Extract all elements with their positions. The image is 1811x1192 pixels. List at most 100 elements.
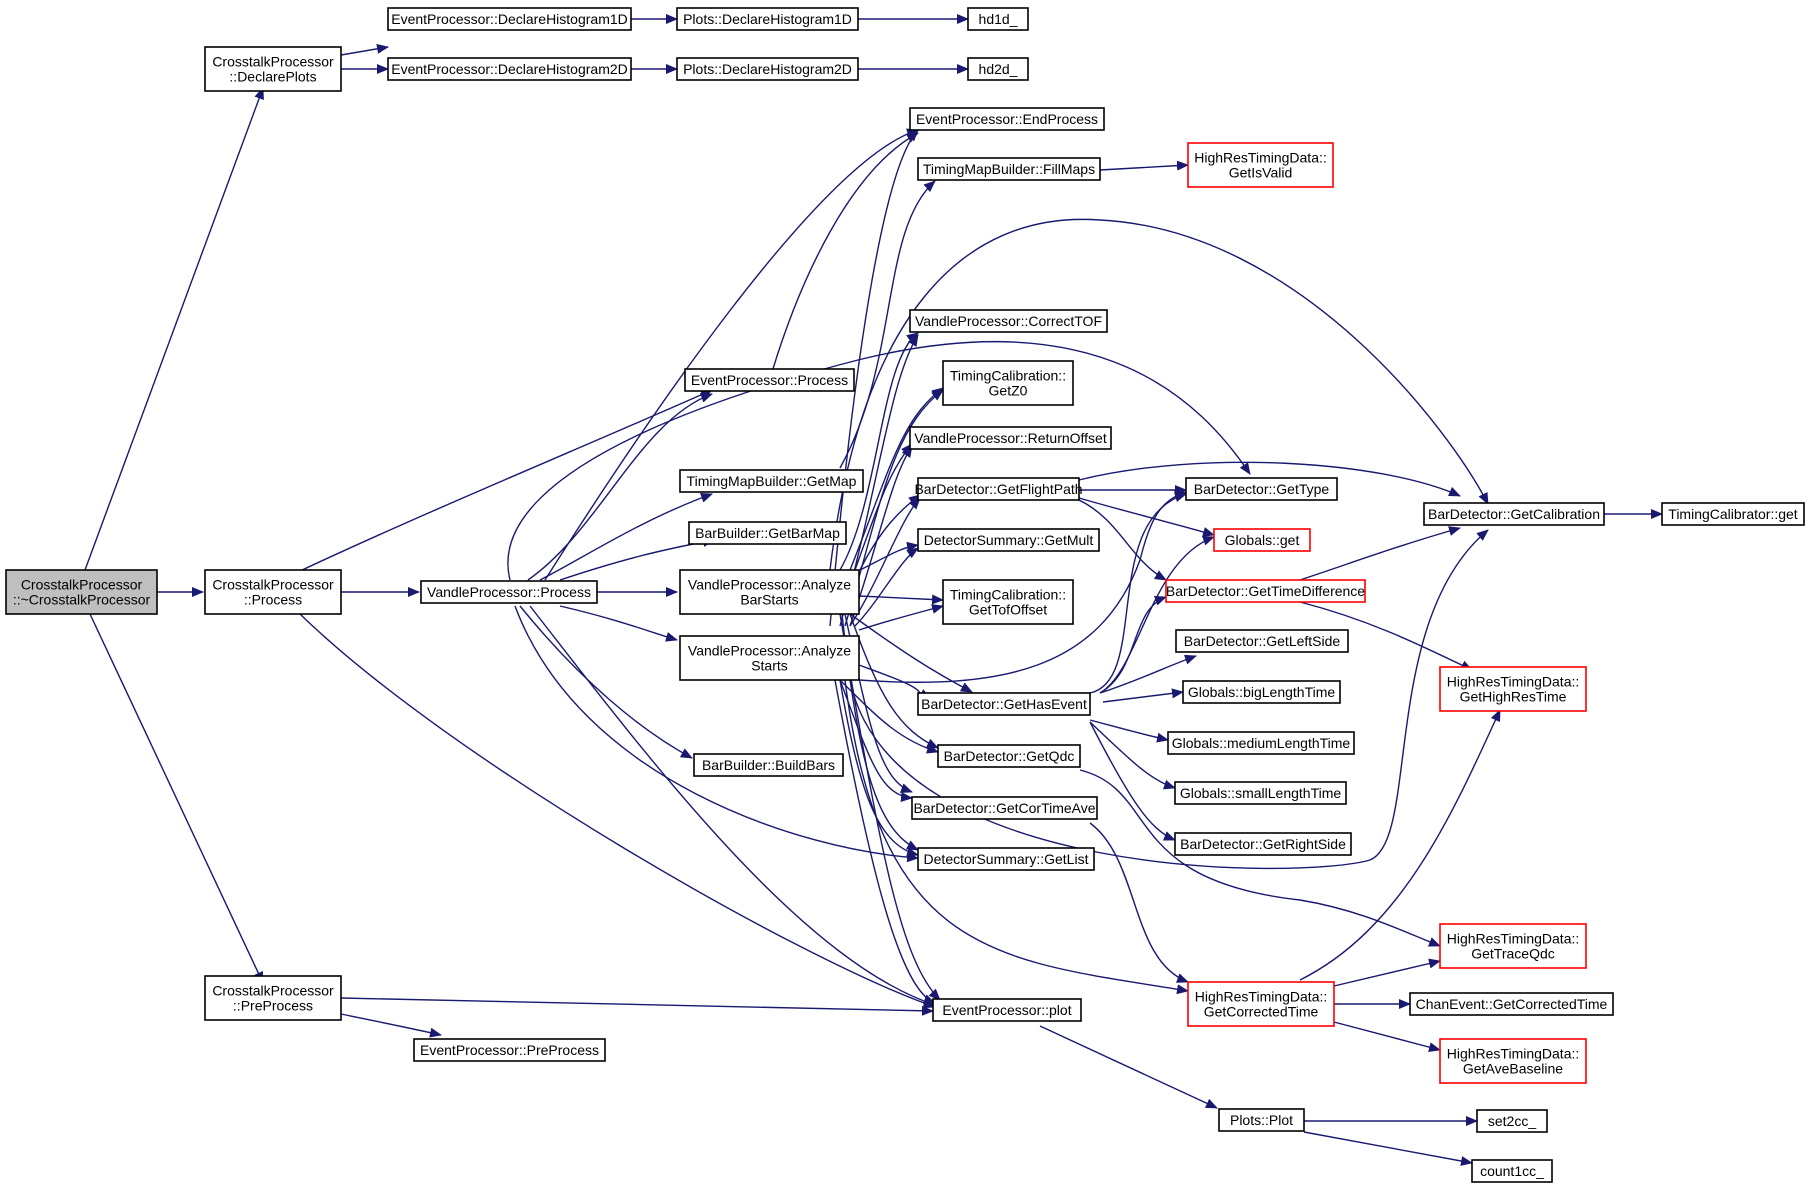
node-label: BarDetector::GetType [1194, 481, 1330, 497]
node-box [420, 580, 598, 604]
node-bb-buildbars[interactable]: BarBuilder::BuildBars [693, 753, 844, 777]
node-bd-getcortimeave[interactable]: BarDetector::GetCorTimeAve [911, 796, 1098, 820]
node-count1cc[interactable]: count1cc_ [1471, 1159, 1553, 1183]
edge-he-to-smalllength [1089, 721, 1176, 790]
node-bd-getleftside[interactable]: BarDetector::GetLeftSide [1175, 629, 1349, 653]
node-tcal-get[interactable]: TimingCalibrator::get [1661, 502, 1805, 526]
node-gl-smalllength[interactable]: Globals::smallLengthTime [1174, 781, 1347, 805]
node-vp-process[interactable]: VandleProcessor::Process [420, 580, 598, 604]
node-bd-gettype[interactable]: BarDetector::GetType [1185, 477, 1338, 501]
node-hrtd-gethighrestime[interactable]: HighResTimingData::GetHighResTime [1439, 666, 1587, 712]
node-label: TimingMapBuilder::FillMaps [923, 161, 1095, 177]
node-box [1661, 502, 1805, 526]
node-vp-correcttof[interactable]: VandleProcessor::CorrectTOF [909, 309, 1108, 333]
node-ep-process[interactable]: EventProcessor::Process [684, 368, 855, 392]
node-box [909, 107, 1105, 131]
node-label: EventProcessor::plot [942, 1002, 1071, 1018]
node-bd-gethasevent[interactable]: BarDetector::GetHasEvent [917, 692, 1091, 716]
edge-abs-to-correcttof [839, 332, 919, 571]
node-label: TimingCalibration:: [950, 587, 1066, 603]
node-gl-biglength[interactable]: Globals::bigLengthTime [1182, 680, 1341, 704]
node-hd1d[interactable]: hd1d_ [967, 7, 1029, 31]
node-bd-getqdc[interactable]: BarDetector::GetQdc [937, 744, 1081, 768]
node-pl-plot[interactable]: Plots::Plot [1218, 1108, 1305, 1132]
node-label: ::Process [244, 592, 302, 608]
edge-as-to-getmult [854, 547, 919, 627]
node-ce-getcorrectedtime[interactable]: ChanEvent::GetCorrectedTime [1409, 992, 1614, 1016]
node-box [1439, 923, 1587, 969]
node-tmb-getmap[interactable]: TimingMapBuilder::GetMap [679, 469, 864, 493]
node-ep-endprocess[interactable]: EventProcessor::EndProcess [909, 107, 1105, 131]
node-label: Globals::bigLengthTime [1188, 684, 1336, 700]
edge-cp-preprocess-to-ep-preprocess [340, 1013, 442, 1038]
node-box [911, 796, 1098, 820]
node-tc-getz0[interactable]: TimingCalibration::GetZ0 [942, 360, 1074, 406]
node-box [1175, 629, 1349, 653]
node-label: hd2d_ [979, 61, 1018, 77]
node-cp-process[interactable]: CrosstalkProcessor::Process [204, 569, 342, 615]
node-box [413, 1038, 606, 1062]
edge-abs-to-getz0 [849, 387, 944, 571]
edge-qdc-to-tracecqdc [1079, 769, 1441, 947]
node-ds-getlist[interactable]: DetectorSummary::GetList [917, 847, 1095, 871]
node-bb-getbarmap[interactable]: BarBuilder::GetBarMap [688, 521, 847, 545]
node-box [684, 368, 855, 392]
edge-as-to-gettofoffset [858, 604, 944, 631]
node-ep-declh1[interactable]: EventProcessor::DeclareHistogram1D [387, 7, 632, 31]
edge-cp-process-to-ep-process [299, 389, 713, 572]
node-label: Globals::mediumLengthTime [1172, 735, 1351, 751]
node-box [693, 753, 844, 777]
node-bd-getrightside[interactable]: BarDetector::GetRightSide [1174, 832, 1352, 856]
node-pl-declh2[interactable]: Plots::DeclareHistogram2D [676, 57, 859, 81]
node-label: HighResTimingData:: [1447, 674, 1580, 690]
edge-root-to-declareplots [84, 87, 264, 571]
node-hd2d[interactable]: hd2d_ [967, 57, 1029, 81]
node-gl-mediumlength[interactable]: Globals::mediumLengthTime [1167, 731, 1355, 755]
node-pl-declh1[interactable]: Plots::DeclareHistogram1D [676, 7, 859, 31]
node-label: EventProcessor::DeclareHistogram1D [391, 11, 628, 27]
node-cp-declareplots[interactable]: CrosstalkProcessor::DeclarePlots [204, 46, 342, 92]
node-label: count1cc_ [1480, 1163, 1544, 1179]
node-label: Globals::get [1225, 532, 1300, 548]
node-hrtd-gettraceqdc[interactable]: HighResTimingData::GetTraceQdc [1439, 923, 1587, 969]
edge-fp-to-timediff [1078, 499, 1167, 581]
edge-vp-process-to-ep-plot [529, 605, 936, 1007]
node-cp-preprocess[interactable]: CrosstalkProcessor::PreProcess [204, 975, 342, 1021]
node-bd-getcalibration[interactable]: BarDetector::GetCalibration [1423, 502, 1605, 526]
node-bd-gettimediff[interactable]: BarDetector::GetTimeDifference [1165, 579, 1366, 603]
node-label: CrosstalkProcessor [212, 54, 334, 70]
node-ds-getmult[interactable]: DetectorSummary::GetMult [917, 528, 1100, 552]
node-label: CrosstalkProcessor [212, 983, 334, 999]
node-gl-get[interactable]: Globals::get [1213, 528, 1311, 552]
edge-ct-to-traceqdc [1333, 958, 1441, 987]
node-hrtd-getavebaseline[interactable]: HighResTimingData::GetAveBaseline [1439, 1038, 1587, 1084]
node-hrtd-getcorrectedtime[interactable]: HighResTimingData::GetCorrectedTime [1187, 981, 1335, 1027]
edge-timediff-to-getcalibration [1299, 526, 1461, 581]
node-label: BarDetector::GetRightSide [1180, 836, 1346, 852]
node-box [1174, 832, 1352, 856]
node-box [942, 579, 1074, 625]
node-set2cc[interactable]: set2cc_ [1476, 1109, 1548, 1133]
node-bd-getflightpath[interactable]: BarDetector::GetFlightPath [914, 477, 1083, 501]
node-label: EventProcessor::PreProcess [420, 1042, 599, 1058]
node-root[interactable]: CrosstalkProcessor::~CrosstalkProcessor [5, 569, 158, 615]
node-ep-plot[interactable]: EventProcessor::plot [932, 998, 1082, 1022]
node-box [917, 528, 1100, 552]
edge-cta-to-correctedtime [1089, 822, 1189, 983]
call-edges [84, 14, 1663, 1166]
node-tmb-fillmaps[interactable]: TimingMapBuilder::FillMaps [917, 157, 1101, 181]
node-hrtd-getisvalid[interactable]: HighResTimingData::GetIsValid [1187, 142, 1334, 188]
node-label: BarDetector::GetFlightPath [914, 481, 1082, 497]
node-tc-gettofoffset[interactable]: TimingCalibration::GetTofOffset [942, 579, 1074, 625]
edge-vp-process-to-analyzestarts [559, 605, 678, 642]
edge-as-to-getflightpath [849, 497, 921, 627]
edge-fp-to-getcalibration [1078, 461, 1461, 497]
edge-he-to-gl-get [1099, 536, 1215, 694]
node-ep-preprocess[interactable]: EventProcessor::PreProcess [413, 1038, 606, 1062]
node-ep-declh2[interactable]: EventProcessor::DeclareHistogram2D [387, 57, 632, 81]
node-box [387, 57, 632, 81]
node-vp-returnoffset[interactable]: VandleProcessor::ReturnOffset [909, 426, 1112, 450]
node-box [1174, 781, 1347, 805]
